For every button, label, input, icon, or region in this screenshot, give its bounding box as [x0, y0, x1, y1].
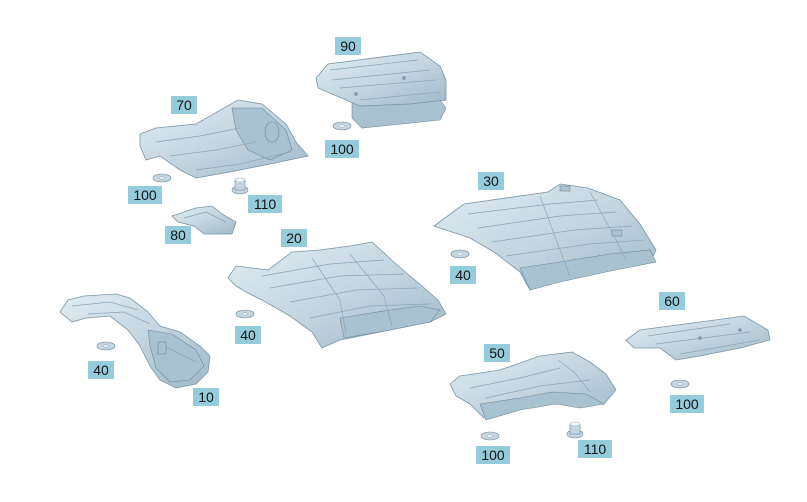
nut-110-front — [231, 177, 249, 195]
small-bracket-shield-part — [171, 205, 237, 235]
upper-box-shield-part — [315, 51, 447, 129]
washer-40-rear — [450, 249, 470, 259]
front-left-shield-part — [59, 293, 211, 389]
callout-80[interactable]: 80 — [165, 226, 191, 244]
washer-100-bottom — [480, 431, 500, 441]
callout-10[interactable]: 10 — [193, 388, 219, 406]
callout-70[interactable]: 70 — [171, 96, 197, 114]
washer-40-front-left — [96, 341, 116, 351]
callout-110-front[interactable]: 110 — [248, 195, 282, 213]
small-rear-plate-part — [625, 315, 771, 361]
washer-100-rear-right — [670, 379, 690, 389]
exhaust-tunnel-shield-part — [449, 351, 617, 421]
callout-40-rear[interactable]: 40 — [450, 266, 476, 284]
callout-110-bottom[interactable]: 110 — [578, 440, 612, 458]
callout-100-front[interactable]: 100 — [128, 186, 162, 204]
callout-90[interactable]: 90 — [335, 37, 361, 55]
washer-40-center — [235, 309, 255, 319]
callout-30[interactable]: 30 — [478, 172, 504, 190]
front-tunnel-shield-part — [139, 99, 309, 179]
callout-50[interactable]: 50 — [484, 344, 510, 362]
callout-100-bottom[interactable]: 100 — [476, 446, 510, 464]
callout-40-center[interactable]: 40 — [235, 326, 261, 344]
nut-110-bottom — [566, 421, 584, 439]
callout-100-upper[interactable]: 100 — [325, 140, 359, 158]
rear-floor-shield-part — [433, 183, 657, 291]
callout-100-rear-right[interactable]: 100 — [670, 395, 704, 413]
callout-60[interactable]: 60 — [659, 292, 685, 310]
callout-20[interactable]: 20 — [281, 229, 307, 247]
washer-100-upper — [332, 121, 352, 131]
washer-100-front — [152, 173, 172, 183]
callout-40-front-left[interactable]: 40 — [88, 361, 114, 379]
center-floor-shield-part — [227, 241, 447, 349]
